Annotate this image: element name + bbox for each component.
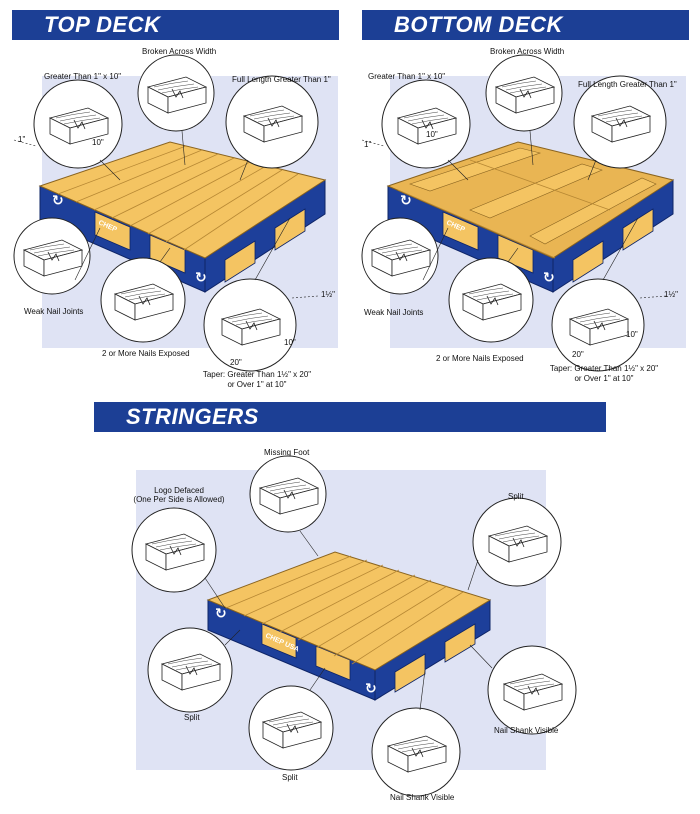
td-label-taper-2: or Over 1" at 10" (227, 380, 287, 389)
td-label-weak-nail: Weak Nail Joints (24, 307, 84, 316)
td-dim-10b: 10" (284, 338, 296, 347)
bd-label-taper-1: Taper: Greater Than 1½" x 20" (549, 364, 659, 373)
td-label-broken: Broken Across Width (142, 47, 217, 56)
td-dim-15: 1½" (321, 290, 335, 299)
st-label-shank-bottom: Nail Shank Visible (390, 793, 455, 802)
bd-dim-10b: 10" (626, 330, 638, 339)
st-label-shank-right: Nail Shank Visible (494, 726, 559, 735)
bd-label-greater: Greater Than 1" x 10" (368, 72, 446, 81)
bd-dim-1: 1" (364, 140, 372, 149)
stringers-pallet: ↻ ↻ CHEP USA (206, 551, 492, 701)
td-label-full-length: Full Length Greater Than 1" (232, 75, 331, 84)
bd-label-nails-exposed: 2 or More Nails Exposed (436, 354, 524, 363)
st-label-split-right: Split (508, 492, 524, 501)
td-label-taper-1: Taper: Greater Than 1½" x 20" (202, 370, 312, 379)
stringers-banner: STRINGERS (94, 402, 606, 432)
svg-text:↻: ↻ (543, 270, 555, 286)
bd-label-weak-nail: Weak Nail Joints (364, 308, 424, 317)
st-label-logo-1: Logo Defaced (154, 486, 204, 495)
stringers-title: STRINGERS (126, 404, 259, 429)
bottom-deck-banner: BOTTOM DECK (362, 10, 689, 40)
st-label-logo-2: (One Per Side is Allowed) (133, 495, 225, 504)
st-label-split-left: Split (184, 713, 200, 722)
bd-label-full-length: Full Length Greater Than 1" (578, 80, 677, 89)
td-dim-20: 20" (230, 358, 242, 367)
st-label-missing-foot: Missing Foot (264, 448, 310, 457)
top-deck-banner: TOP DECK (12, 10, 339, 40)
bd-dim-10: 10" (426, 130, 438, 139)
st-label-split-bottom: Split (282, 773, 298, 782)
bd-dim-20: 20" (572, 350, 584, 359)
svg-text:↻: ↻ (52, 193, 64, 209)
svg-text:↻: ↻ (195, 270, 207, 286)
td-label-greater: Greater Than 1" x 10" (44, 72, 122, 81)
td-dim-10: 10" (92, 138, 104, 147)
svg-text:↻: ↻ (215, 606, 227, 622)
bd-label-taper-2: or Over 1" at 10" (574, 374, 634, 383)
bd-dim-15: 1½" (664, 290, 678, 299)
svg-text:↻: ↻ (365, 681, 377, 697)
bd-label-broken: Broken Across Width (490, 47, 565, 56)
bottom-deck-title: BOTTOM DECK (394, 12, 563, 37)
td-dim-1: 1" (18, 135, 26, 144)
svg-text:↻: ↻ (400, 193, 412, 209)
top-deck-title: TOP DECK (44, 12, 161, 37)
td-label-nails-exposed: 2 or More Nails Exposed (102, 349, 190, 358)
